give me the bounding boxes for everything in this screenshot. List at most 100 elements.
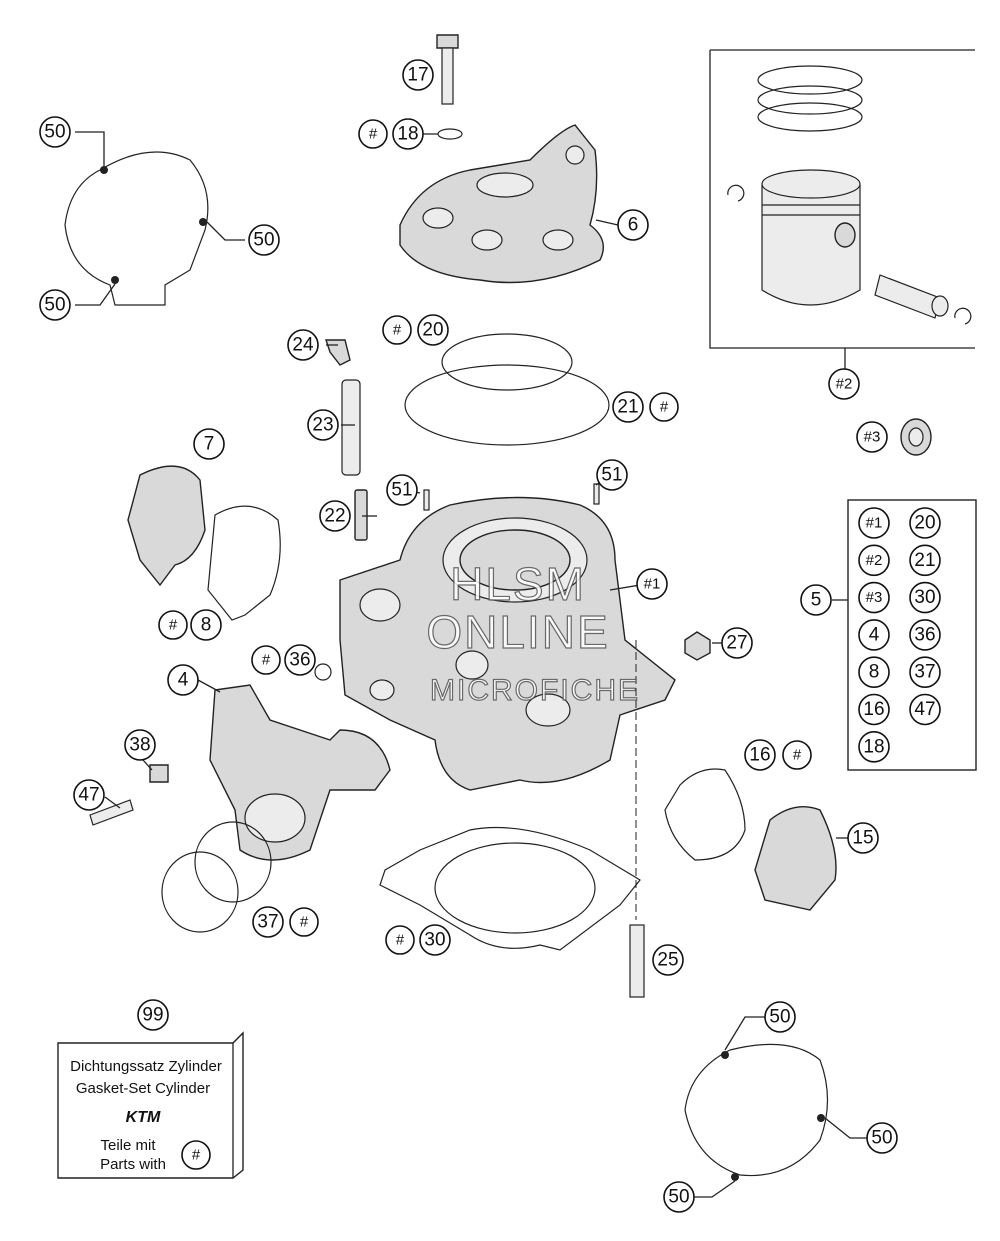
kit-item-4: 4 [858, 619, 890, 651]
svg-text:50: 50 [871, 1128, 892, 1149]
callout-50: 50 [866, 1122, 898, 1154]
callout-50: 50 [764, 1001, 796, 1033]
svg-text:#2: #2 [836, 376, 853, 393]
svg-text:50: 50 [668, 1187, 689, 1208]
svg-text:15: 15 [852, 828, 873, 849]
callout-36: 36 [284, 644, 316, 676]
kit-item-37: 37 [909, 656, 941, 689]
svg-text:30: 30 [424, 930, 445, 951]
callout-8: 8 [190, 609, 222, 641]
callout-hash: # [782, 740, 812, 770]
svg-text:50: 50 [44, 122, 65, 143]
gasket-set-card: Dichtungssatz Zylinder Gasket-Set Cylind… [57, 1031, 244, 1179]
svg-text:#: # [169, 617, 178, 634]
svg-text:30: 30 [914, 587, 935, 608]
callout-38: 38 [124, 729, 156, 761]
leader-lines [104, 133, 848, 839]
svg-text:21: 21 [617, 397, 638, 418]
head-bolt [436, 34, 463, 140]
intake-manifold [89, 684, 391, 933]
callout-30: 30 [419, 924, 451, 956]
kit-item-16: 16 [858, 693, 890, 726]
kit-item-18: 18 [858, 730, 890, 763]
svg-text:#: # [793, 747, 802, 764]
svg-text:18: 18 [397, 124, 418, 145]
callout-5: 5 [800, 584, 832, 616]
callout-hash: # [385, 925, 415, 955]
svg-text:99: 99 [142, 1005, 163, 1026]
coolant-hose-fittings [325, 339, 368, 541]
callout-50: 50 [248, 224, 280, 256]
svg-text:50: 50 [253, 230, 274, 251]
card-line2: Gasket-Set Cylinder [76, 1080, 210, 1097]
callout-7: 7 [193, 428, 225, 460]
card-line4: Parts with [100, 1156, 166, 1173]
callout-51: 51 [386, 474, 418, 506]
cover-left [127, 465, 332, 681]
svg-text:23: 23 [312, 415, 333, 436]
kit-item-hash1: #1 [858, 507, 890, 539]
svg-text:#: # [300, 914, 309, 931]
svg-text:18: 18 [863, 736, 884, 757]
svg-text:#: # [393, 322, 402, 339]
svg-text:16: 16 [863, 699, 884, 720]
svg-text:#1: #1 [644, 576, 661, 593]
cylinder-head [399, 124, 604, 284]
watermark-line1: HLSM [450, 558, 586, 610]
svg-text:50: 50 [44, 295, 65, 316]
kit-item-hash2: #2 [858, 544, 890, 577]
kit-item-21: 21 [909, 544, 941, 577]
ktm-logo: KTM [126, 1109, 161, 1126]
svg-text:51: 51 [601, 465, 622, 486]
svg-text:22: 22 [324, 506, 345, 527]
svg-text:8: 8 [201, 615, 212, 636]
callout-18: 18 [392, 118, 424, 150]
svg-text:#2: #2 [866, 552, 883, 569]
kit-item-hash3: #3 [858, 581, 890, 614]
svg-text:20: 20 [422, 320, 443, 341]
callout-16: 16 [744, 739, 776, 771]
callout-27: 27 [721, 627, 753, 659]
callout-6: 6 [617, 209, 649, 241]
callout-25: 25 [652, 944, 684, 976]
svg-text:#: # [262, 652, 271, 669]
callout-hash: # [358, 119, 388, 149]
svg-text:36: 36 [914, 624, 935, 645]
svg-text:38: 38 [129, 735, 150, 756]
kit-item-30: 30 [909, 581, 941, 614]
kit-item-36: 36 [909, 619, 941, 651]
svg-text:#3: #3 [864, 429, 881, 446]
svg-text:4: 4 [178, 670, 189, 691]
svg-text:#: # [192, 1147, 201, 1164]
cylinder-body [339, 483, 676, 791]
callout-50: 50 [39, 116, 71, 148]
callout-17: 17 [402, 59, 434, 91]
callout-24: 24 [287, 329, 319, 361]
callout-50: 50 [39, 289, 71, 321]
kit-item-20: 20 [909, 507, 941, 539]
callout-47: 47 [73, 779, 105, 811]
svg-text:16: 16 [749, 745, 770, 766]
svg-text:5: 5 [811, 590, 822, 611]
callout-15: 15 [847, 822, 879, 854]
stud-and-nut [629, 631, 711, 998]
callout-labels: 17 # 18 6 50 50 50 # 20 24 21 # 23 #2 #3… [39, 59, 898, 1213]
callout-hash: # [649, 392, 679, 422]
kit-item-47: 47 [909, 693, 941, 726]
svg-text:17: 17 [407, 65, 428, 86]
svg-text:6: 6 [628, 215, 639, 236]
callout-20: 20 [417, 314, 449, 346]
callout-51: 51 [596, 459, 628, 491]
callout-23: 23 [307, 409, 339, 441]
callout-hash: # [382, 315, 412, 345]
card-hash-symbol: # [181, 1140, 211, 1170]
head-o-rings [404, 333, 610, 446]
gasket-top-left [64, 131, 245, 306]
base-gasket [379, 826, 641, 951]
watermark: HLSM ONLINE MICROFICHE [426, 557, 639, 707]
svg-text:25: 25 [657, 950, 678, 971]
callout-h1: #1 [636, 568, 668, 600]
card-line1: Dichtungssatz Zylinder [70, 1058, 222, 1075]
card-line3: Teile mit [100, 1137, 156, 1154]
kit-item-8: 8 [858, 656, 890, 689]
